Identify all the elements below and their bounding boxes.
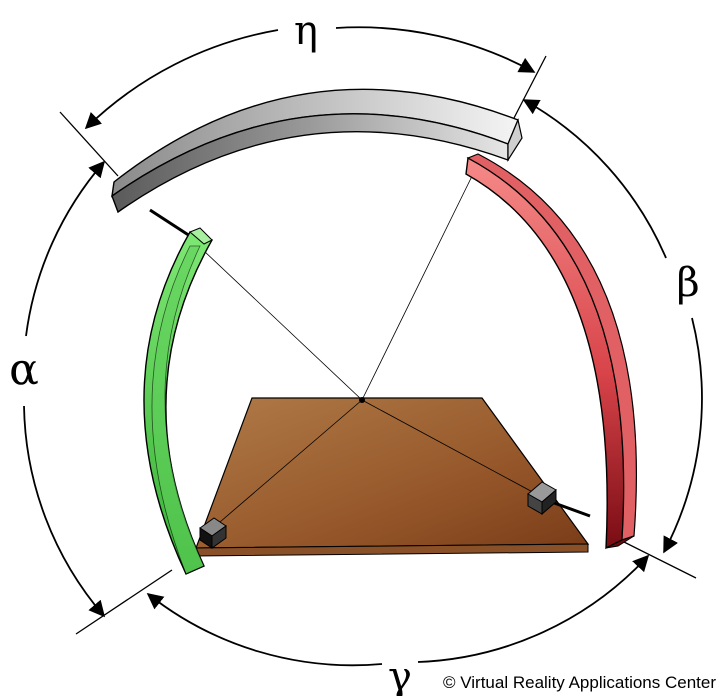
red-arc-segment [465,153,637,550]
beta-dimension-arc-bottom [663,317,703,554]
sensor-right [527,481,557,516]
sensor-left [199,517,227,549]
eta-dimension-arc-right [335,26,536,73]
platform [195,397,590,557]
eta-dimension-arc [84,29,279,130]
beta-label: β [676,260,699,306]
green-arc-segment [143,227,214,575]
alpha-label: α [9,344,39,395]
alpha-dimension-arc-bottom [23,405,106,618]
gamma-label: γ [388,654,412,696]
extension-lines [59,55,697,635]
gamma-dimension-arc-left [146,592,383,667]
credit-text: © Virtual Reality Applications Center [443,673,716,692]
gray-arc-segment [111,88,523,238]
dimension-arcs [23,26,703,667]
center-point [359,397,365,403]
beta-dimension-arc-top [522,99,667,259]
alpha-dimension-arc-top [25,160,106,337]
gamma-dimension-arc-right [417,554,650,663]
eta-label: η [294,8,318,54]
